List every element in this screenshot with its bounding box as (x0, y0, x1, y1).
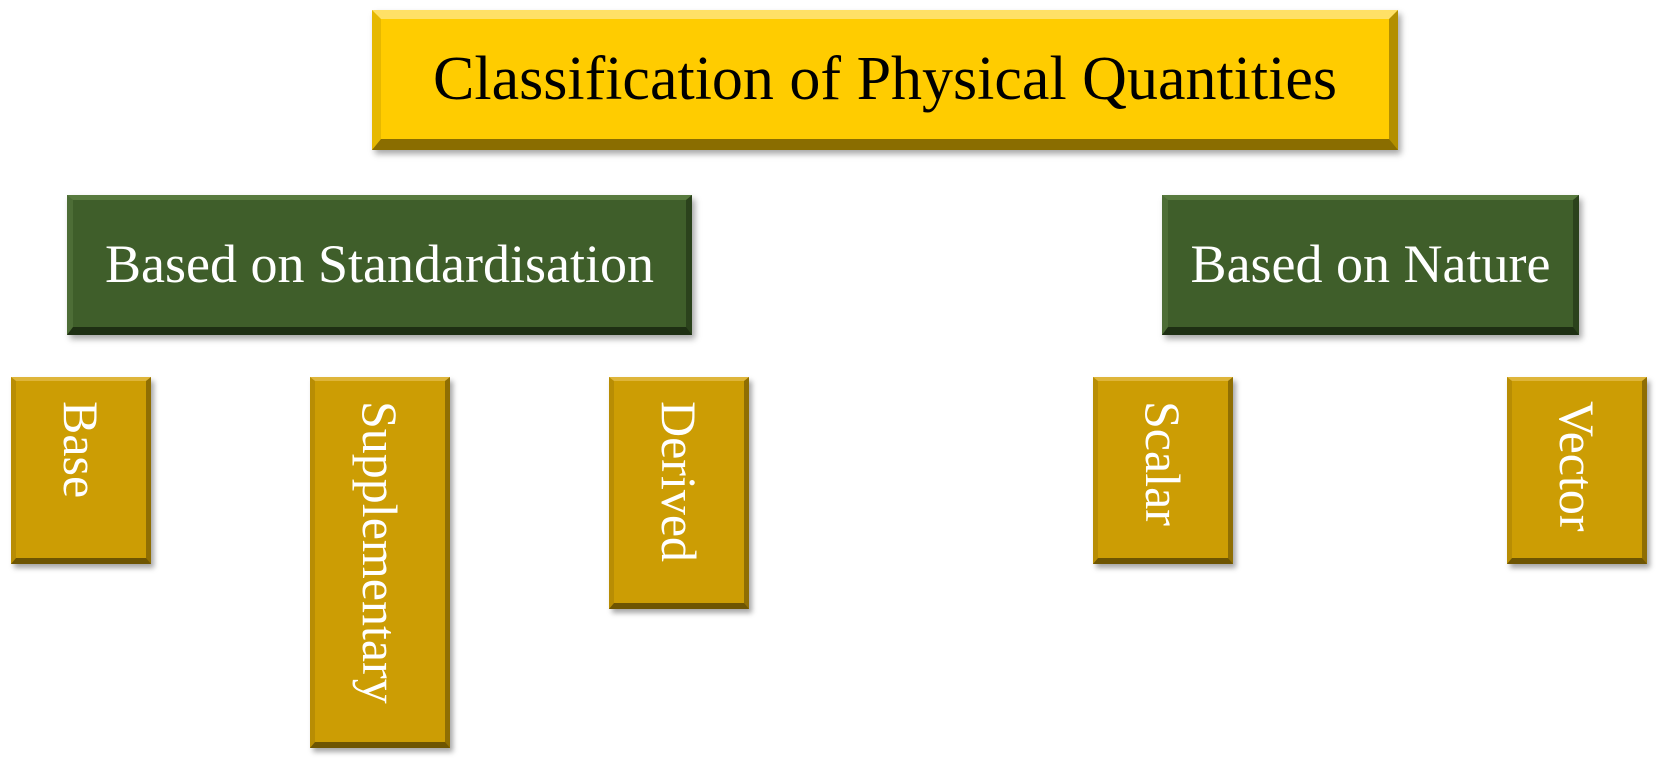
leaf-scalar-label: Scalar (1135, 401, 1191, 526)
category-nature-label: Based on Nature (1190, 233, 1551, 294)
category-nature-box: Based on Nature (1162, 195, 1579, 335)
leaf-base-box: Base (11, 377, 151, 564)
diagram-title: Classification of Physical Quantities (432, 44, 1338, 113)
leaf-scalar-box: Scalar (1093, 377, 1233, 564)
leaf-derived-label: Derived (651, 401, 707, 563)
diagram-title-box: Classification of Physical Quantities (372, 10, 1398, 150)
leaf-supplementary-label: Supplementary (352, 401, 408, 704)
leaf-vector-box: Vector (1507, 377, 1647, 564)
leaf-base-label: Base (53, 401, 109, 499)
leaf-supplementary-box: Supplementary (310, 377, 450, 748)
leaf-vector-label: Vector (1549, 401, 1605, 532)
leaf-derived-box: Derived (609, 377, 749, 609)
category-standardisation-label: Based on Standardisation (105, 233, 654, 294)
category-standardisation-box: Based on Standardisation (67, 195, 692, 335)
